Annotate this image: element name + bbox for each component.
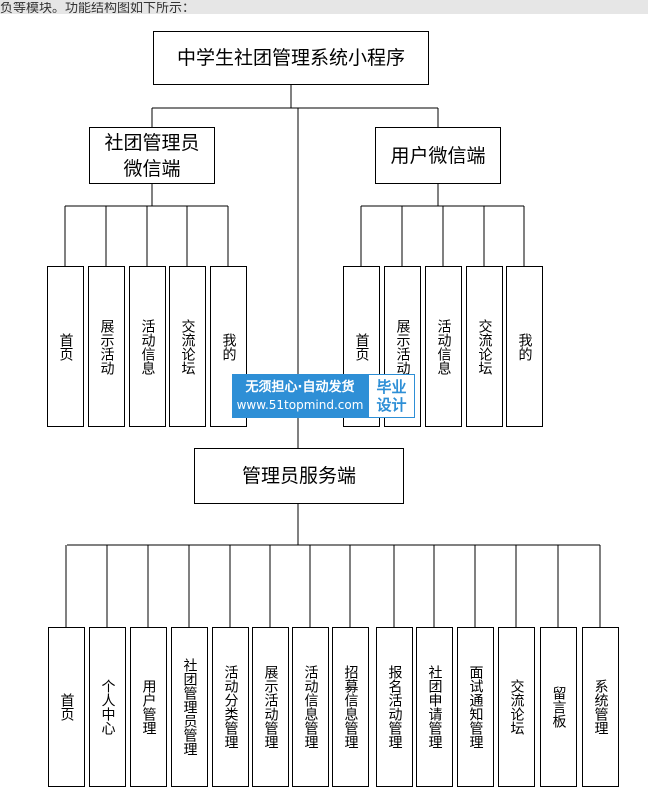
club-admin-leaf-4: 交流论坛 <box>169 266 206 427</box>
admin-leaf-5: 活动分类管理 <box>212 627 249 787</box>
admin-leaf-12: 交流论坛 <box>498 627 535 787</box>
club-admin-leaf-1: 首页 <box>47 266 84 427</box>
watermark-badge: 无须担心·自动发货 www.51topmind.com 毕业 设计 <box>232 374 415 418</box>
user-leaf-4: 交流论坛 <box>466 266 503 427</box>
admin-leaf-6: 展示活动管理 <box>252 627 289 787</box>
watermark-right: 毕业 设计 <box>368 374 415 418</box>
admin-leaf-10: 社团申请管理 <box>416 627 453 787</box>
user-leaf-5: 我的 <box>506 266 543 427</box>
club-admin-leaf-2: 展示活动 <box>88 266 125 427</box>
admin-node: 管理员服务端 <box>194 448 404 504</box>
watermark-line1: 无须担心·自动发货 <box>245 380 355 395</box>
admin-leaf-14: 系统管理 <box>582 627 619 787</box>
root-node: 中学生社团管理系统小程序 <box>153 31 429 85</box>
club-admin-leaf-3: 活动信息 <box>129 266 166 427</box>
document-text-line: 负等模块。功能结构图如下所示： <box>0 2 196 16</box>
watermark-line2: www.51topmind.com <box>236 398 364 412</box>
admin-leaf-11: 面试通知管理 <box>457 627 494 787</box>
watermark-badge-top: 毕业 <box>376 378 407 396</box>
club-admin-node: 社团管理员微信端 <box>89 127 215 184</box>
admin-leaf-9: 报名活动管理 <box>376 627 413 787</box>
user-node: 用户微信端 <box>375 127 501 184</box>
watermark-badge-bottom: 设计 <box>376 396 407 414</box>
admin-leaf-2: 个人中心 <box>89 627 126 787</box>
document-top-bar <box>0 0 648 14</box>
admin-leaf-8: 招募信息管理 <box>332 627 369 787</box>
admin-leaf-4: 社团管理员管理 <box>171 627 208 787</box>
admin-leaf-13: 留言板 <box>540 627 577 787</box>
admin-leaf-3: 用户管理 <box>130 627 167 787</box>
admin-leaf-1: 首页 <box>48 627 85 787</box>
admin-leaf-7: 活动信息管理 <box>292 627 329 787</box>
watermark-left: 无须担心·自动发货 www.51topmind.com <box>232 374 368 418</box>
user-leaf-3: 活动信息 <box>425 266 462 427</box>
